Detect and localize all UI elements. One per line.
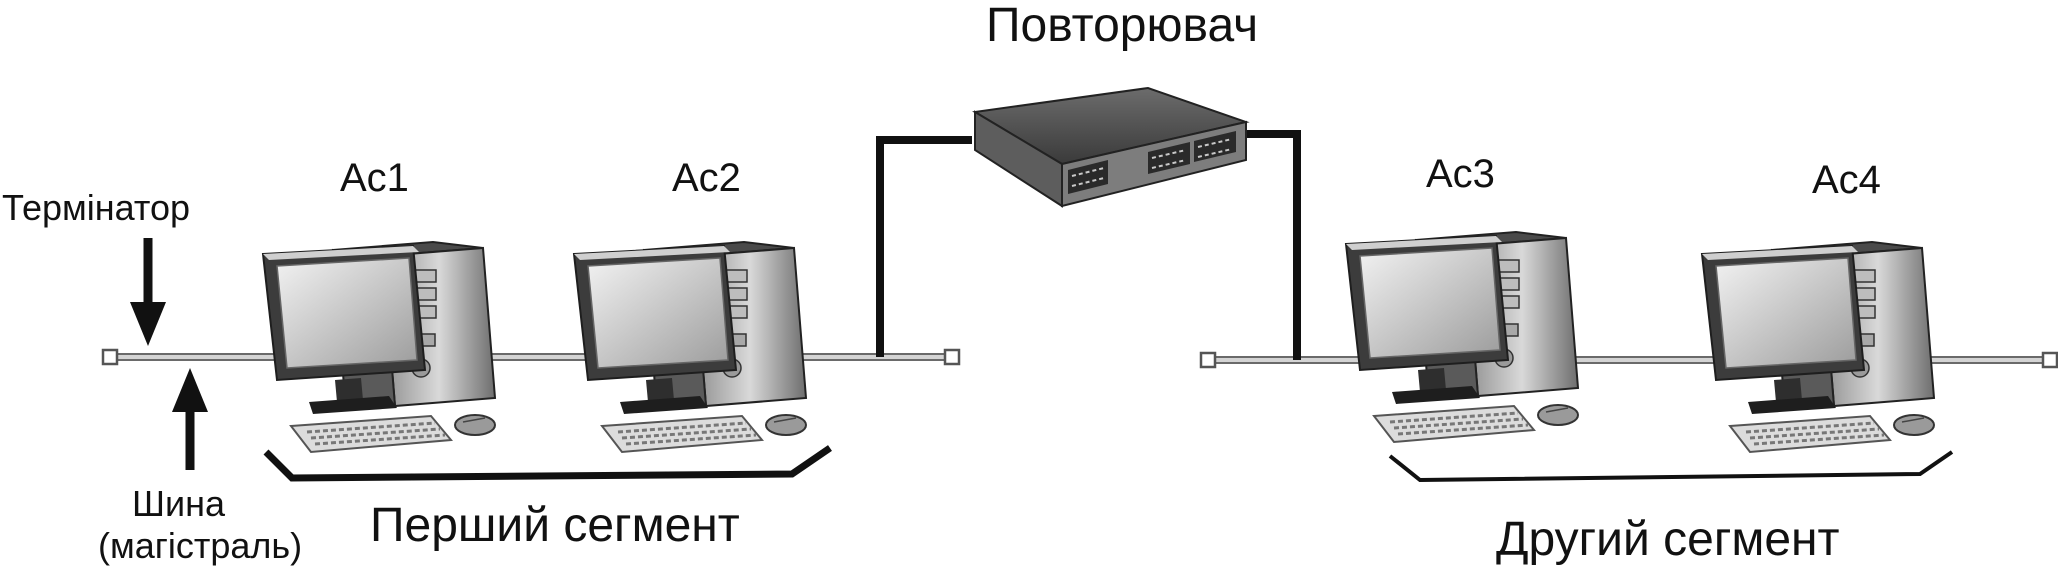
segment-1-label: Перший сегмент [370,499,740,552]
cable-to-repeater-left [876,136,972,357]
bus-sublabel: (магістраль) [98,525,303,566]
segment-2-label: Другий сегмент [1496,513,1840,566]
bus-arrow [172,368,208,470]
workstation-label: Ас3 [1426,152,1495,196]
segment-2-brace [1388,450,1954,483]
repeater-label: Повторювач [986,0,1259,52]
workstation-label: Ас2 [672,156,741,200]
terminator-label: Термінатор [2,187,190,228]
desktop-computer-icon [261,240,497,454]
network-hub-icon [972,86,1250,208]
bus-label: Шина [132,483,226,524]
cable-to-repeater-right [1246,130,1301,360]
terminator-square-icon [943,348,961,366]
terminator-square-icon [1199,351,1217,369]
desktop-computer-icon [1344,230,1580,444]
terminator-arrow [130,238,166,346]
workstation-label: Ас4 [1812,158,1881,202]
workstation-label: Ас1 [340,156,409,200]
terminator-square-icon [101,348,119,366]
desktop-computer-icon [572,240,808,454]
desktop-computer-icon [1700,240,1936,454]
segment-1-brace [263,445,832,482]
terminator-square-icon [2041,351,2058,369]
